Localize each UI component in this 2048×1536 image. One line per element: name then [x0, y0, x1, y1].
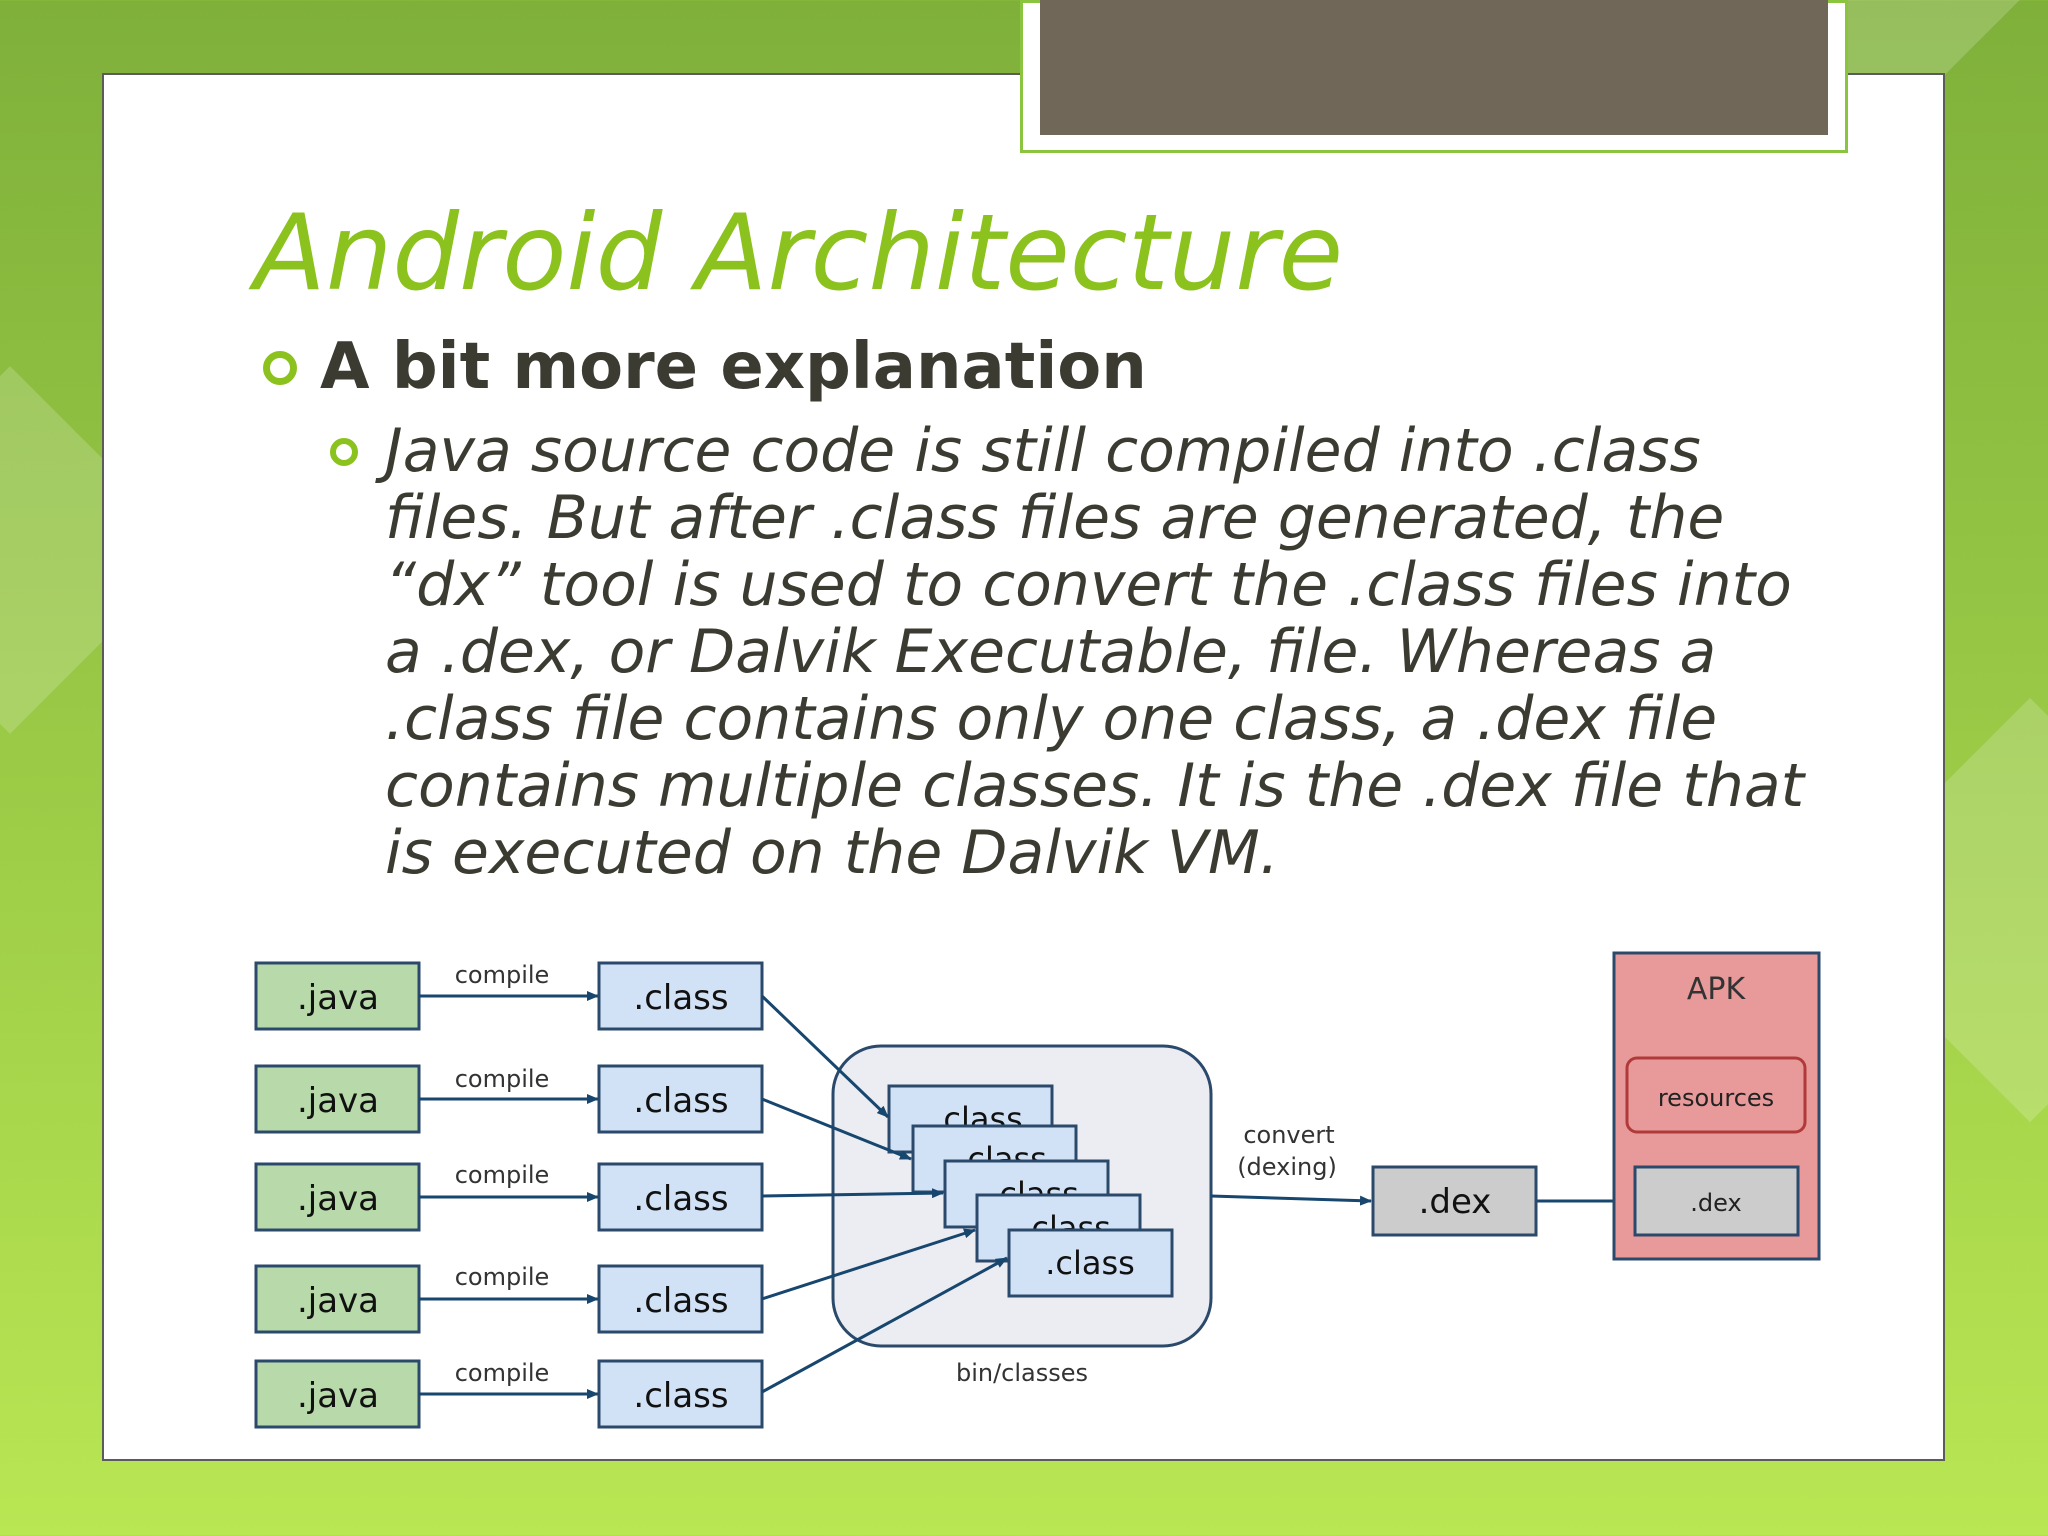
java-file-label: .java: [297, 1281, 379, 1321]
paragraph-line: contains multiple classes. It is the .de…: [385, 751, 1805, 821]
class-stack: .class .class .class .class .class: [887, 1084, 1174, 1298]
convert-arrow: [1210, 1194, 1372, 1206]
class-file-box: [597, 1162, 764, 1232]
dexing-label: (dexing): [1237, 1153, 1337, 1181]
merge-arrow: [761, 1188, 944, 1199]
apk-dex-label: .dex: [1690, 1189, 1741, 1217]
merge-arrow: [761, 1256, 1008, 1394]
class-file-label: .class: [633, 1376, 728, 1416]
compile-label: compile: [455, 1359, 550, 1387]
bullet-ring-icon: [263, 351, 297, 385]
dex-file-box: [1371, 1165, 1538, 1237]
class-file-box: [597, 1264, 764, 1334]
java-file-box: [254, 1064, 421, 1134]
apk-resources-box: [1625, 1056, 1807, 1134]
class-file-label: .class: [633, 1281, 728, 1321]
paragraph-line: is executed on the Dalvik VM.: [385, 818, 1279, 888]
java-file-label: .java: [297, 1376, 379, 1416]
compile-label: compile: [455, 1161, 550, 1189]
dex-file-label: .dex: [1419, 1182, 1492, 1222]
stacked-class-label: .class: [1045, 1244, 1135, 1282]
paragraph-line: a .dex, or Dalvik Executable, file. Wher…: [385, 617, 1717, 687]
apk-resources-label: resources: [1658, 1084, 1774, 1112]
java-file-label: .java: [297, 978, 379, 1018]
bullet-paragraph: Java source code is still compiled into …: [385, 418, 1805, 887]
paragraph-line: .class file contains only one class, a .…: [385, 684, 1718, 754]
apk-label: APK: [1687, 972, 1747, 1007]
java-file-label: .java: [297, 1179, 379, 1219]
paragraph-line: files. But after .class files are genera…: [385, 483, 1725, 553]
class-file-label: .class: [633, 978, 728, 1018]
class-file-box: [597, 1064, 764, 1134]
apk-dex-box: [1633, 1165, 1800, 1237]
class-file-box: [597, 1359, 764, 1429]
compile-label: compile: [455, 1263, 550, 1291]
slide-title: Android Architecture: [254, 192, 1344, 314]
java-file-box: [254, 961, 421, 1031]
java-file-box: [254, 1162, 421, 1232]
merge-arrow: [761, 1097, 912, 1161]
paragraph-line: Java source code is still compiled into …: [385, 416, 1701, 486]
class-file-label: .class: [633, 1179, 728, 1219]
java-file-label: .java: [297, 1081, 379, 1121]
compile-label: compile: [455, 1065, 550, 1093]
compile-label: compile: [455, 961, 550, 989]
header-bar: [1040, 0, 1828, 135]
convert-label: convert: [1243, 1121, 1334, 1149]
class-file-label: .class: [633, 1081, 728, 1121]
merge-arrow: [760, 994, 890, 1119]
merge-arrow: [761, 1228, 976, 1301]
stacked-class-box: [1007, 1228, 1174, 1298]
paragraph-line: “dx” tool is used to convert the .class …: [385, 550, 1792, 620]
bullet-heading: A bit more explanation: [320, 330, 1147, 404]
bin-classes-label: bin/classes: [956, 1359, 1088, 1387]
bullet-ring-icon: [330, 438, 358, 466]
